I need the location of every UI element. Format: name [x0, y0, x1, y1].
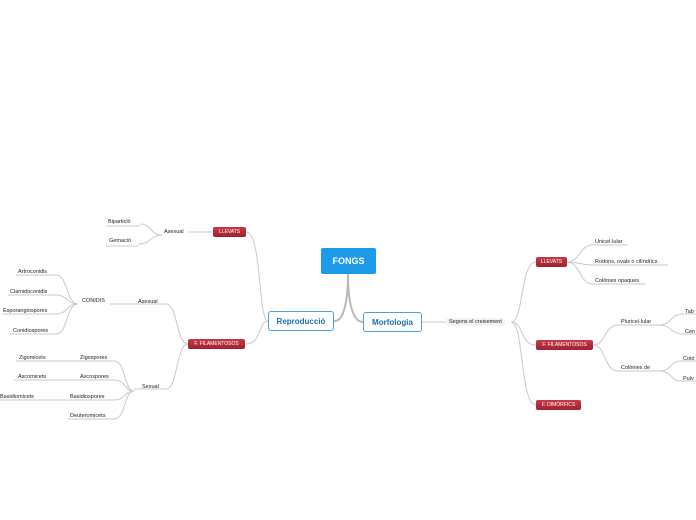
- pluricellular-label[interactable]: Pluricel·lular: [621, 319, 652, 325]
- pluricel-item-1[interactable]: Tab: [685, 309, 694, 315]
- topic-reproduccio[interactable]: Reproducció: [268, 311, 334, 331]
- ascomicets-label[interactable]: Ascomicets: [18, 374, 47, 380]
- clamidoconidis-label[interactable]: Clamidoconidis: [10, 289, 48, 295]
- esporangiospores-label[interactable]: Esporangiospores: [3, 308, 48, 314]
- unicellular-label[interactable]: Unicel·lular: [595, 239, 623, 245]
- zigomicets-label[interactable]: Zigomicets: [19, 355, 46, 361]
- root-topic[interactable]: FONGS: [321, 248, 376, 274]
- filamentosos-morfologia-node[interactable]: F. FILAMENTOSOS: [536, 340, 593, 350]
- zigospores-label[interactable]: Zigospores: [80, 355, 108, 361]
- llevats-reproduccio-node[interactable]: LLEVATS: [213, 227, 246, 237]
- pluricel-item-2[interactable]: Cen: [685, 329, 696, 335]
- rodons-label[interactable]: Rodons, ovals o cilíndrics.: [595, 259, 659, 265]
- llevats-morfologia-node[interactable]: LLEVATS: [536, 257, 567, 267]
- dimorfics-node[interactable]: F. DIMÒRFICS: [536, 400, 581, 410]
- segons-creixement-label[interactable]: Segons el creixement: [446, 318, 505, 326]
- colonies-opaques-label[interactable]: Colònies opaques: [595, 278, 640, 284]
- bipartició-label[interactable]: Bipartició: [108, 219, 131, 225]
- artroconidis-label[interactable]: Artroconidis: [18, 269, 48, 275]
- ascospores-label[interactable]: Ascospores: [80, 374, 109, 380]
- filamentosos-reproduccio-node[interactable]: F. FILAMENTOSOS: [188, 339, 245, 349]
- gemacio-label[interactable]: Gemació: [109, 238, 132, 244]
- topic-morfologia[interactable]: Morfologia: [363, 312, 422, 332]
- conidiospores-label[interactable]: Conidiospores: [13, 328, 49, 334]
- conidis-label[interactable]: CONIDIS: [82, 298, 105, 304]
- basidiospores-label[interactable]: Basidiospores: [70, 394, 105, 400]
- filamentosos-sexual-label[interactable]: Sexual: [142, 384, 159, 390]
- llevats-asexual-label[interactable]: Asexual: [164, 229, 184, 235]
- filamentosos-asexual-label[interactable]: Asexual: [138, 299, 158, 305]
- colonies-item-1[interactable]: Cotó: [683, 356, 695, 362]
- basidiomicets-label[interactable]: Basidiomicets: [0, 394, 34, 400]
- deuteromicets-label[interactable]: Deuteromicets: [70, 413, 106, 419]
- colonies-de-label[interactable]: Colònies de: [621, 365, 651, 371]
- colonies-item-2[interactable]: Pulv: [683, 376, 694, 382]
